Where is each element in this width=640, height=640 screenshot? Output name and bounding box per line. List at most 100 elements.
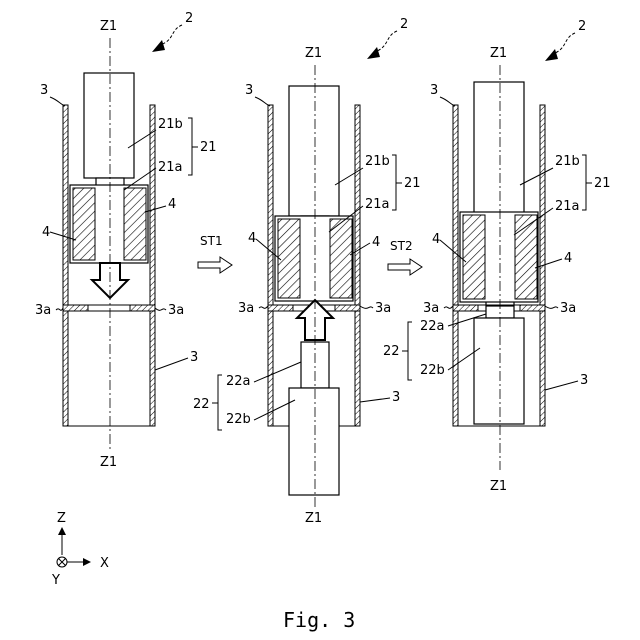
flange-leader-left-1 bbox=[56, 308, 63, 310]
tube-lower-wall-left-1 bbox=[63, 311, 68, 426]
flange-right-1 bbox=[130, 305, 155, 311]
flange-left-3 bbox=[453, 305, 478, 311]
assembly-arrow-2 bbox=[367, 47, 380, 59]
holder-label-left-1: 4 bbox=[42, 225, 50, 240]
holder-label-right-2: 4 bbox=[372, 235, 380, 250]
tube-wall-right-3 bbox=[540, 105, 545, 305]
flange-right-3 bbox=[520, 305, 545, 311]
part-22a-label-2: 22a bbox=[226, 374, 251, 389]
part-21b-label-3: 21b bbox=[555, 154, 580, 169]
panel-1: 2 Z1 3 4 4 21b 21a 21 bbox=[35, 11, 217, 470]
part-21a-label-2: 21a bbox=[365, 197, 390, 212]
tube-wall-left-3 bbox=[453, 105, 458, 305]
flange-leader-left-2 bbox=[259, 306, 268, 308]
holder-label-left-2: 4 bbox=[248, 231, 256, 246]
step-1-indicator: ST1 bbox=[198, 234, 232, 273]
holder-right-1 bbox=[124, 188, 146, 260]
holder-label-right-1: 4 bbox=[168, 197, 176, 212]
flange-label-left-1: 3a bbox=[35, 303, 51, 318]
part-22-bracket-2 bbox=[218, 375, 222, 430]
assembly-arrow-3 bbox=[545, 49, 558, 61]
axis-label-bottom-2: Z1 bbox=[305, 511, 322, 526]
assembly-label-3: 2 bbox=[578, 19, 586, 34]
tube-lower-label-3: 3 bbox=[580, 373, 588, 388]
axis-label-top-3: Z1 bbox=[490, 46, 507, 61]
part-22a-leader-2 bbox=[254, 362, 301, 382]
tube-wall-left-2 bbox=[268, 105, 273, 305]
flange-label-left-3: 3a bbox=[423, 301, 439, 316]
x-axis-label: X bbox=[100, 556, 109, 571]
tube-label-3: 3 bbox=[430, 83, 438, 98]
panel-3: 2 Z1 3 4 4 21b 21a 21 3a bbox=[383, 19, 611, 494]
tube-wall-left-1 bbox=[63, 105, 68, 305]
part-21-label-2: 21 bbox=[404, 176, 421, 191]
tube-lower-wall-left-2 bbox=[268, 311, 273, 426]
flange-right-2 bbox=[335, 305, 360, 311]
part-21-label-1: 21 bbox=[200, 140, 217, 155]
tube-lower-wall-left-3 bbox=[453, 311, 458, 426]
flange-label-right-1: 3a bbox=[168, 303, 184, 318]
y-axis-label: Y bbox=[51, 573, 60, 588]
part-22b-3 bbox=[474, 318, 524, 424]
part-21-label-3: 21 bbox=[594, 176, 611, 191]
assembly-label-2: 2 bbox=[400, 17, 408, 32]
flange-label-right-2: 3a bbox=[375, 301, 391, 316]
flange-leader-right-2 bbox=[360, 306, 373, 308]
tube-lower-wall-right-3 bbox=[540, 311, 545, 426]
assembly-leader-1 bbox=[160, 25, 182, 45]
part-21b-leader-3 bbox=[520, 168, 553, 185]
part-22b-2 bbox=[289, 388, 339, 495]
tube-lower-wall-right-2 bbox=[355, 311, 360, 426]
step-2-arrow bbox=[388, 259, 422, 275]
tube-lower-label-2: 3 bbox=[392, 390, 400, 405]
tube-lower-wall-right-1 bbox=[150, 311, 155, 426]
panel-2: 2 Z1 3 4 4 21b 21a 21 3a bbox=[193, 17, 421, 526]
assembly-leader-2 bbox=[375, 31, 397, 52]
flange-left-2 bbox=[268, 305, 293, 311]
part-22-label-3: 22 bbox=[383, 344, 400, 359]
part-21a-label-3: 21a bbox=[555, 199, 580, 214]
tube-wall-right-1 bbox=[150, 105, 155, 305]
part-21b-label-1: 21b bbox=[158, 117, 183, 132]
figure-caption: Fig. 3 bbox=[283, 608, 355, 632]
part-22-label-2: 22 bbox=[193, 397, 210, 412]
tube-lower-leader-2 bbox=[360, 398, 390, 402]
holder-left-3 bbox=[463, 215, 485, 299]
axis-label-top-2: Z1 bbox=[305, 46, 322, 61]
holder-leader-right-3 bbox=[535, 259, 562, 268]
assembly-leader-3 bbox=[553, 33, 575, 54]
holder-left-2 bbox=[278, 219, 300, 298]
holder-right-3 bbox=[515, 215, 537, 299]
axis-label-top-1: Z1 bbox=[100, 19, 117, 34]
step-1-arrow bbox=[198, 257, 232, 273]
part-21-bracket-3 bbox=[582, 155, 586, 210]
tube-lower-label-1: 3 bbox=[190, 350, 198, 365]
tube-lower-leader-1 bbox=[155, 358, 188, 370]
tube-leader-2 bbox=[255, 97, 270, 106]
part-21b-3 bbox=[474, 82, 524, 214]
step-2-indicator: ST2 bbox=[388, 239, 422, 275]
flange-leader-right-1 bbox=[155, 308, 166, 310]
holder-label-left-3: 4 bbox=[432, 232, 440, 247]
part-22b-label-3: 22b bbox=[420, 363, 445, 378]
tube-label-2: 3 bbox=[245, 83, 253, 98]
step-2-label: ST2 bbox=[390, 239, 413, 253]
part-21b-2 bbox=[289, 86, 339, 216]
axis-label-bottom-3: Z1 bbox=[490, 479, 507, 494]
flange-label-left-2: 3a bbox=[238, 301, 254, 316]
flange-leader-left-3 bbox=[444, 306, 453, 308]
step-1-label: ST1 bbox=[200, 234, 223, 248]
tube-lower-leader-3 bbox=[545, 381, 578, 390]
tube-leader-3 bbox=[440, 97, 455, 106]
coordinate-axes: Z X Y bbox=[51, 511, 109, 588]
part-21a-label-1: 21a bbox=[158, 160, 183, 175]
part-21b-1 bbox=[84, 73, 134, 178]
holder-label-right-3: 4 bbox=[564, 251, 572, 266]
part-21-bracket-2 bbox=[392, 155, 396, 210]
part-21-bracket-1 bbox=[188, 118, 192, 175]
part-22a-label-3: 22a bbox=[420, 319, 445, 334]
part-21b-label-2: 21b bbox=[365, 154, 390, 169]
flange-label-right-3: 3a bbox=[560, 301, 576, 316]
flange-left-1 bbox=[63, 305, 88, 311]
